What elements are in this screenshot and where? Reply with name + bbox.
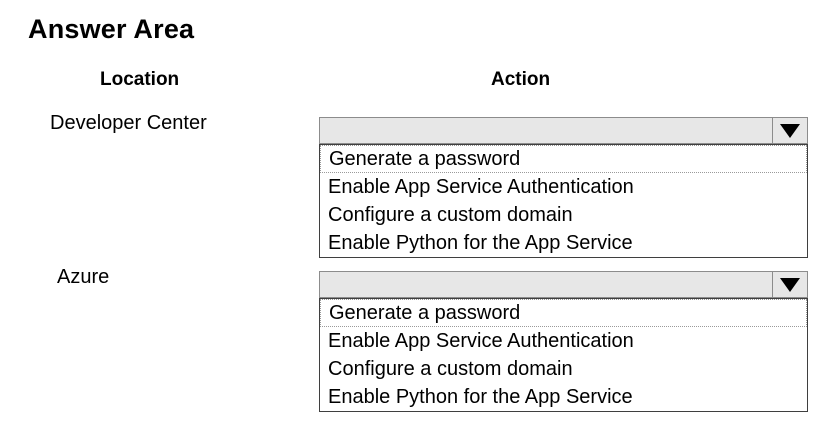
dropdown-option-generate-a-password[interactable]: Generate a password — [320, 145, 807, 173]
dropdown-option-enable-python-for-the-app-service[interactable]: Enable Python for the App Service — [328, 232, 633, 254]
location-label-developer-center: Developer Center — [50, 112, 207, 134]
action-dropdown-azure: Generate a password Enable App Service A… — [319, 271, 808, 412]
dropdown-select-bar[interactable] — [319, 117, 808, 144]
dropdown-option-enable-python-for-the-app-service[interactable]: Enable Python for the App Service — [328, 386, 633, 408]
dropdown-arrow-button[interactable] — [772, 118, 807, 143]
location-label-azure: Azure — [57, 266, 110, 288]
dropdown-options-list: Generate a password Enable App Service A… — [319, 298, 808, 412]
column-header-location: Location — [100, 69, 180, 90]
dropdown-options-list: Generate a password Enable App Service A… — [319, 144, 808, 258]
column-header-action: Action — [491, 69, 551, 90]
dropdown-option-configure-a-custom-domain[interactable]: Configure a custom domain — [328, 204, 573, 226]
dropdown-option-configure-a-custom-domain[interactable]: Configure a custom domain — [328, 358, 573, 380]
dropdown-option-enable-app-service-authentication[interactable]: Enable App Service Authentication — [328, 330, 634, 352]
action-dropdown-developer-center: Generate a password Enable App Service A… — [319, 117, 808, 258]
dropdown-select-bar[interactable] — [319, 271, 808, 298]
dropdown-option-enable-app-service-authentication[interactable]: Enable App Service Authentication — [328, 176, 634, 198]
dropdown-arrow-button[interactable] — [772, 272, 807, 297]
dropdown-arrow-icon — [780, 277, 800, 292]
dropdown-option-generate-a-password[interactable]: Generate a password — [320, 299, 807, 327]
page-title: Answer Area — [28, 14, 195, 44]
dropdown-arrow-icon — [780, 123, 800, 138]
